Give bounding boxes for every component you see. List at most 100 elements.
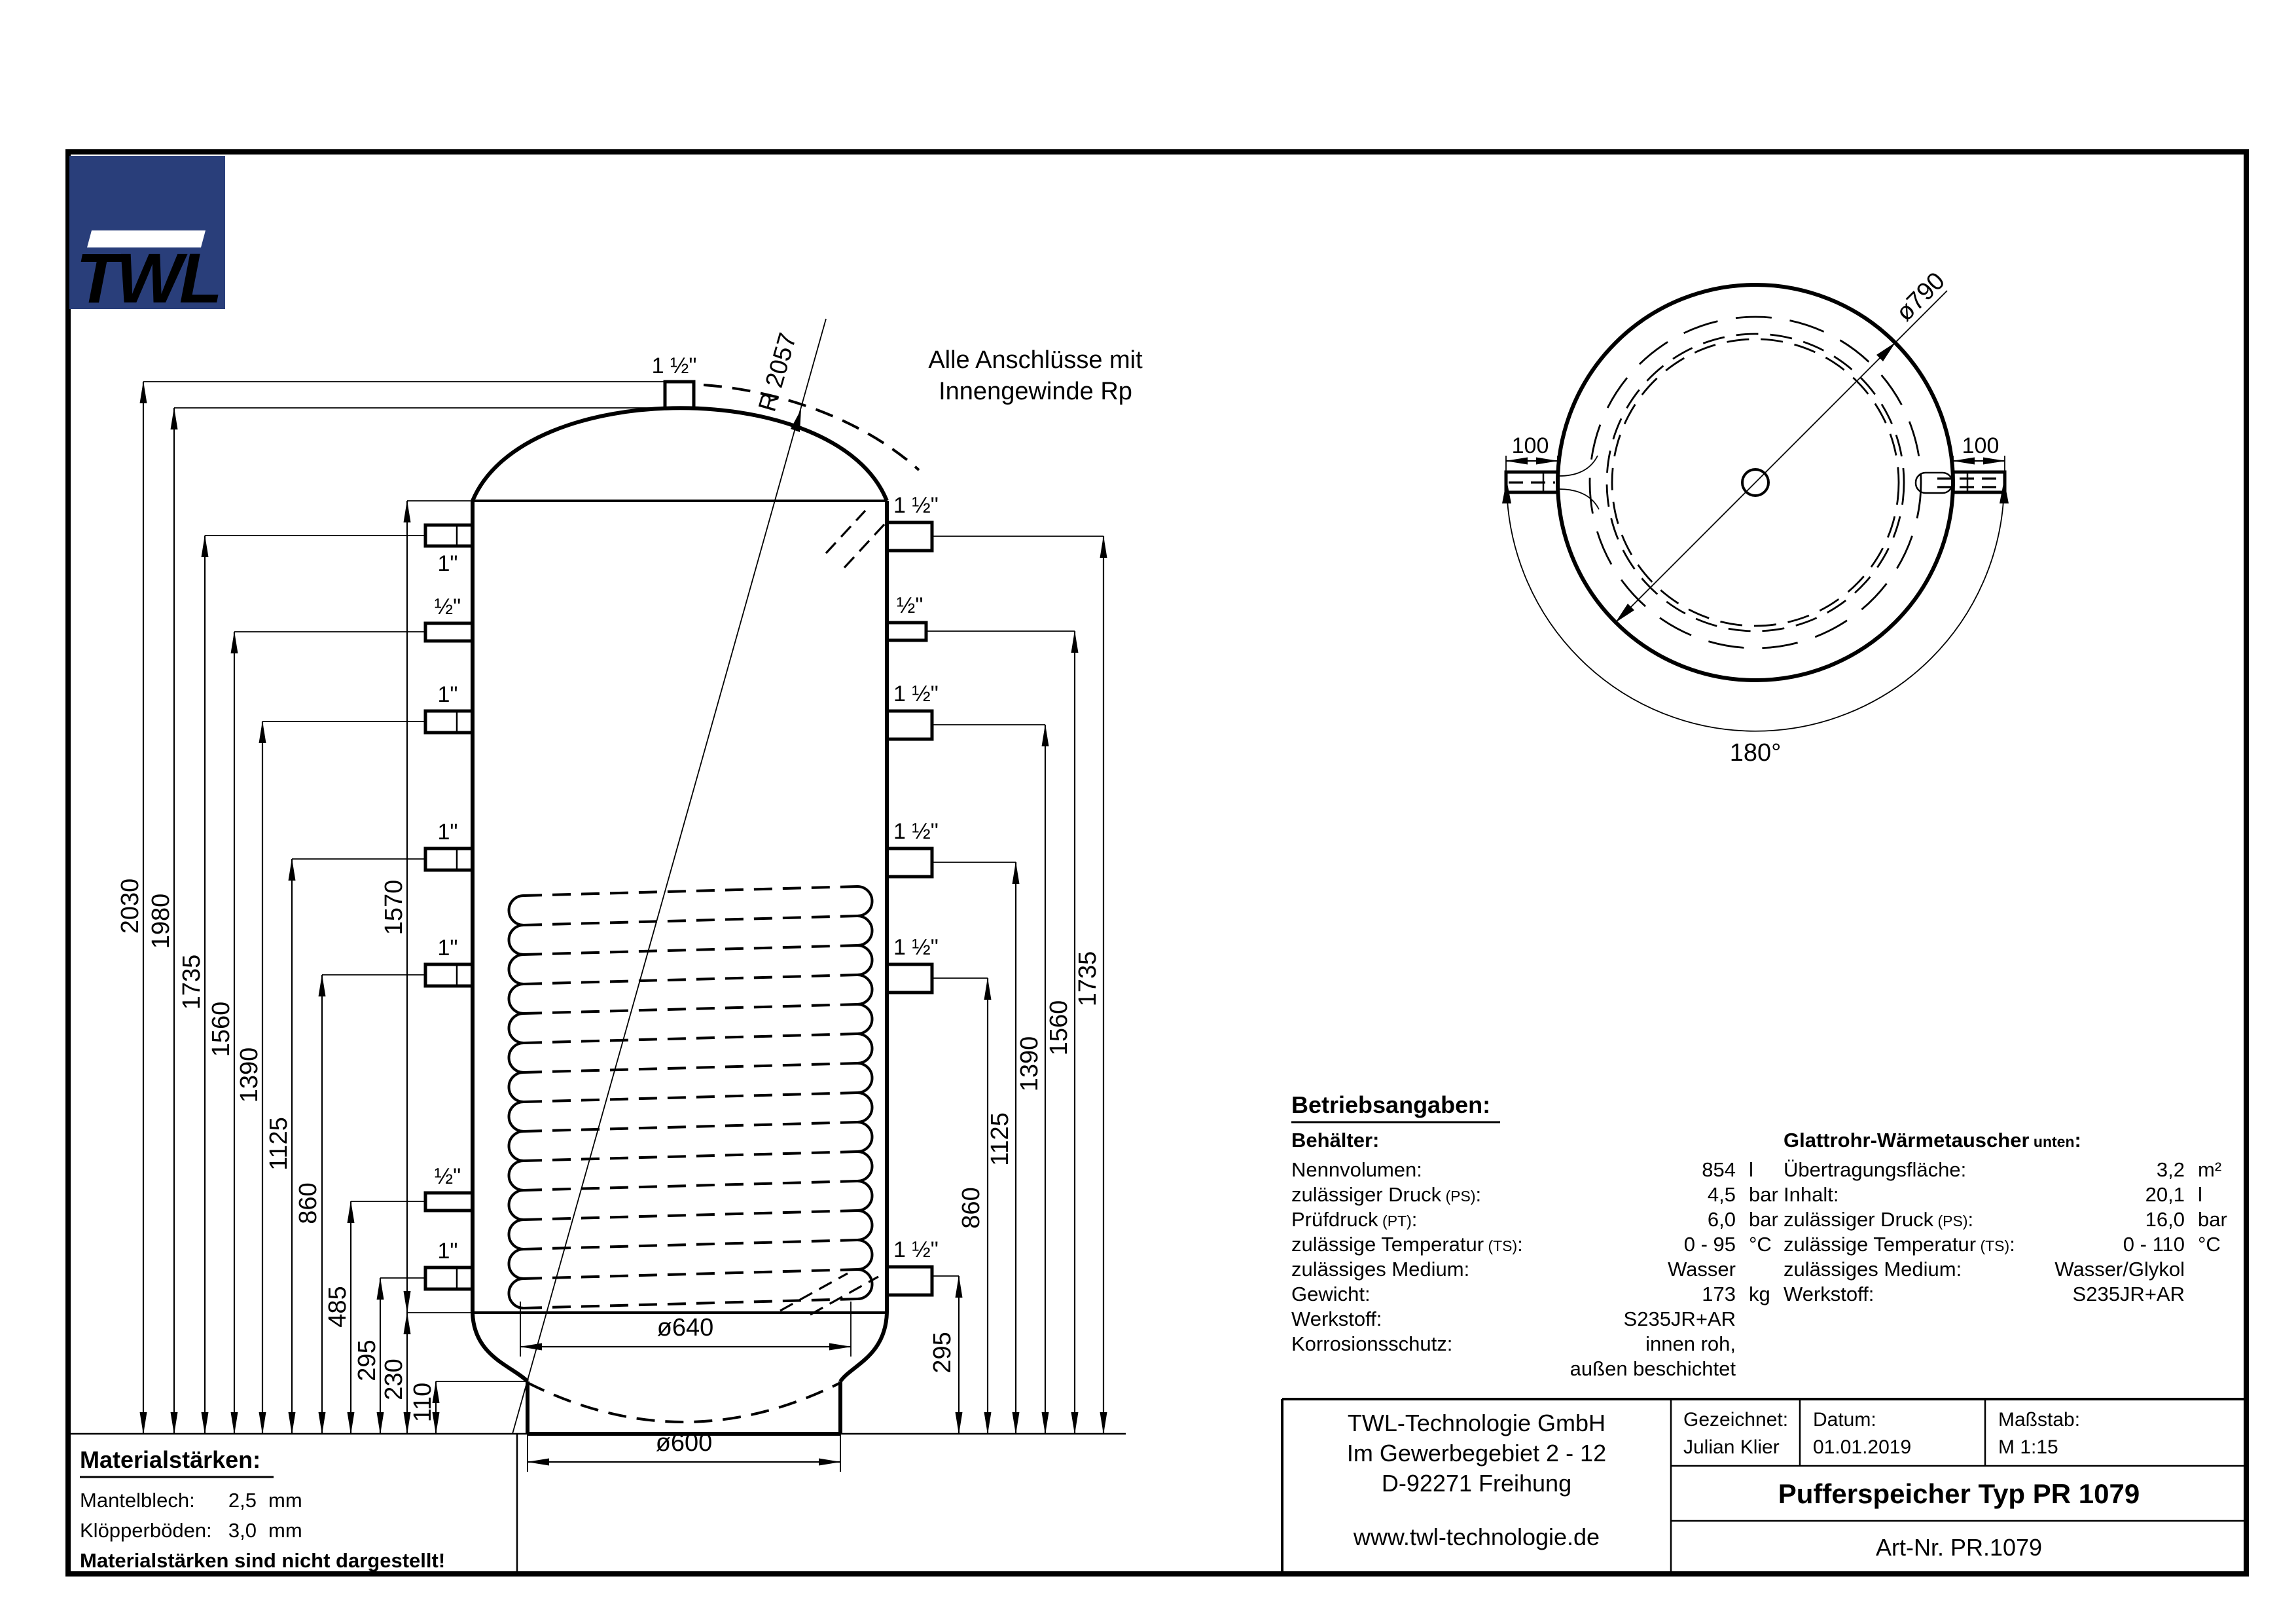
angle-arc (1506, 482, 2005, 732)
drawn-value: Julian Klier (1683, 1436, 1780, 1458)
heat-exchanger-coil (507, 885, 879, 1316)
nozzle-label: 1" (438, 682, 458, 707)
material-row-value: 2,5 (228, 1489, 257, 1512)
stub-outline (1953, 470, 2007, 494)
radius-arrowhead (791, 409, 801, 432)
nozzle-stub (423, 523, 473, 548)
row-label: zulässiges Medium: (1291, 1258, 1469, 1281)
row-unit: kg (1749, 1283, 1770, 1305)
row-unit: bar (1749, 1183, 1778, 1206)
connection-note-line1: Alle Anschlüsse mit (928, 346, 1143, 374)
row-value: Wasser/Glykol (2054, 1258, 2185, 1281)
nozzle-label: 1" (438, 551, 458, 576)
company-logo: TWL (69, 156, 225, 318)
nozzle-stub (887, 520, 934, 553)
nozzle-stub (887, 962, 934, 994)
dim-label-295: 295 (353, 1340, 381, 1381)
angle-callout: 180° (1502, 480, 2009, 767)
center-nozzle (1741, 468, 1770, 497)
row-unit: °C (1749, 1233, 1772, 1256)
dome-top-hidden-arc (703, 384, 920, 471)
row-value: 173 (1702, 1283, 1736, 1305)
title-block-border (1281, 1398, 2246, 1574)
tank-outline (471, 384, 920, 1436)
material-title: Materialstärken: (80, 1446, 260, 1473)
dim-label-485: 485 (324, 1286, 351, 1327)
nozzles-right: 1 ½" ½" 1 ½" 1 ½" 1 ½" 1 ½" (887, 493, 939, 1297)
nozzle-stub (423, 1191, 473, 1213)
nozzle-label: 1" (438, 820, 458, 845)
title-block-grid (1670, 1399, 2246, 1574)
nozzle-stub (423, 621, 473, 643)
nozzle-label: ½" (897, 593, 923, 618)
stub-fork (1558, 455, 1600, 510)
tank-dome-bottom-right (838, 1312, 889, 1383)
dimension-dia-base: ø600 (527, 1429, 841, 1472)
row-value: innen roh, (1645, 1332, 1736, 1355)
row-value: 0 - 110 (2123, 1233, 2185, 1256)
extension-lines (143, 381, 665, 1382)
coil-turns-left (507, 894, 524, 1309)
row-label: Gewicht: (1291, 1283, 1371, 1305)
date-value: 01.01.2019 (1813, 1436, 1911, 1458)
row-value: Wasser (1668, 1258, 1736, 1281)
dim-label-180deg: 180° (1730, 739, 1782, 767)
connection-note-line2: Innengewinde Rp (939, 378, 1132, 405)
row-value: 3,2 (2157, 1158, 2185, 1181)
dim-label-1125: 1125 (265, 1117, 293, 1171)
row-label: zulässige Temperatur (TS): (1291, 1233, 1523, 1256)
coil-circle-outer (1605, 333, 1905, 632)
material-row-unit: mm (268, 1519, 302, 1542)
row-value: S235JR+AR (1624, 1307, 1736, 1330)
arrowhead (1876, 342, 1895, 361)
extension-lines (926, 536, 1103, 1277)
diameter-callout: ø790 (1615, 267, 1950, 623)
row-unit: °C (2198, 1233, 2221, 1256)
dimensions-right: 295 860 1125 1390 1560 1735 (926, 536, 1107, 1434)
dim-label-1390: 1390 (236, 1048, 263, 1103)
top-view: ø790 100 100 180° (1502, 267, 2009, 767)
top-nozzle-stub (663, 380, 696, 409)
row-value: 6,0 (1708, 1208, 1736, 1231)
row-unit: l (2198, 1183, 2202, 1206)
row-label: Werkstoff: (1784, 1283, 1874, 1305)
nozzle-stub (887, 1265, 934, 1297)
nozzle-label: 1 ½" (893, 819, 939, 844)
part-number: Art-Nr. PR.1079 (1876, 1534, 2042, 1561)
row-value: S235JR+AR (2073, 1283, 2185, 1305)
dim-label-1560: 1560 (207, 1002, 235, 1057)
sheet-border (65, 149, 2249, 1577)
dim-label-1735: 1735 (178, 955, 206, 1010)
dim-label-110: 110 (409, 1383, 437, 1423)
base-skirt (526, 1381, 842, 1436)
row-label: Werkstoff: (1291, 1307, 1382, 1330)
date-label: Datum: (1813, 1409, 1876, 1431)
material-note: Materialstärken sind nicht dargestellt! (80, 1549, 445, 1572)
dim-label-1570: 1570 (380, 880, 408, 936)
row-label: Prüfdruck (PT): (1291, 1208, 1417, 1231)
hx-header: Glattrohr-Wärmetauscher unten: (1784, 1129, 2081, 1152)
hidden-circle-inner (1588, 316, 1922, 649)
company-city: D-92271 Freihung (1382, 1470, 1571, 1497)
material-row-label: Klöpperböden: (80, 1519, 212, 1542)
nozzle-label: ½" (435, 1164, 461, 1189)
nozzle-stub (887, 709, 934, 741)
nozzle-stub (423, 709, 473, 735)
dim-label-230: 230 (380, 1359, 408, 1400)
radius-callout: R 2057 (512, 318, 827, 1434)
tank-dome-top (471, 406, 889, 502)
dimension-dia-bottom: ø640 (520, 1302, 852, 1357)
dim-label-2030: 2030 (117, 879, 144, 934)
nozzle-label: 1 ½" (893, 1237, 939, 1262)
row-unit: bar (2198, 1208, 2227, 1231)
logo-bar (87, 230, 206, 247)
row-unit: m² (2198, 1158, 2221, 1181)
dim-label-860: 860 (295, 1182, 322, 1224)
nozzle-label: 1 ½" (893, 935, 939, 960)
nozzles-left: 1" ½" 1" 1" 1" ½" 1" (423, 523, 473, 1291)
dim-label-dia600: ø600 (656, 1429, 713, 1457)
dimensions-left: 2030 1980 1735 1560 1390 1125 860 485 29… (117, 381, 665, 1434)
material-row-unit: mm (268, 1489, 302, 1512)
row-unit: bar (1749, 1208, 1778, 1231)
